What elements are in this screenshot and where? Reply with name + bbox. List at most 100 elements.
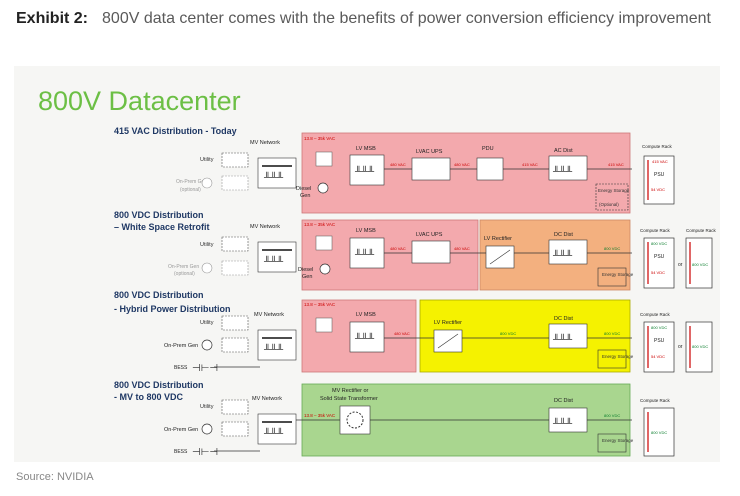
row1-onprem-gen-icon	[201, 177, 213, 189]
row3-800vdc-b: 800 VDC	[604, 331, 620, 336]
row1-480vac-a: 480 VAC	[390, 162, 406, 167]
row3-title-a: 800 VDC Distribution	[114, 290, 204, 300]
row1-utility-box	[221, 152, 249, 168]
row3-compute-rack-label: Compute Rack	[640, 312, 671, 317]
row2-compute-rack2-label: Compute Rack	[686, 228, 717, 233]
row1-diesel-gen-icon	[317, 182, 329, 194]
row2-800vdc: 800 VDC	[604, 246, 620, 251]
row3-energy-storage: Energy Storage	[602, 354, 634, 359]
row4-utility-box	[221, 399, 249, 415]
svg-text:╨╨╨: ╨╨╨	[552, 249, 573, 260]
row1-transformer	[315, 151, 333, 167]
row1-rack-415vac: 415 VAC	[652, 159, 668, 164]
svg-text:╨╨╨: ╨╨╨	[552, 165, 573, 176]
row1-415vac: 415 VAC	[522, 162, 538, 167]
row4-rack-800vdc: 800 VDC	[651, 430, 667, 435]
row2-mv-volt: 13.8 – 35k VAC	[304, 222, 336, 227]
row1-diesel-label: Diesel	[296, 186, 311, 192]
row2-dc-dist-label: DC Dist	[554, 232, 573, 238]
row4-energy-storage: Energy Storage	[602, 438, 634, 443]
row4-mv-rect-label-b: Solid State Transformer	[320, 396, 378, 402]
row3-onprem-label: On-Prem Gen	[164, 343, 198, 349]
row2-onprem-label: On-Prem Gen	[168, 264, 199, 270]
power-distribution-diagram: 800V Datacenter 415 VAC Distribution - T…	[38, 86, 717, 458]
row1-mv-network-label: MV Network	[250, 140, 280, 146]
row1-pdu-label: PDU	[482, 146, 494, 152]
row1-415vac-b: 415 VAC	[608, 162, 624, 167]
row1-lv-msb-label: LV MSB	[356, 146, 376, 152]
row4-sst-box	[339, 405, 371, 435]
row-mv-to-800vdc: 800 VDC Distribution - MV to 800 VDC Uti…	[114, 380, 675, 458]
row3-rack2-800vdc: 800 VDC	[692, 344, 708, 349]
row4-onprem-label: On-Prem Gen	[164, 427, 198, 433]
row2-energy-storage: Energy Storage	[602, 272, 634, 277]
row4-title-b: - MV to 800 VDC	[114, 392, 184, 402]
svg-text:╨╨╨: ╨╨╨	[552, 333, 573, 344]
row3-lv-msb-label: LV MSB	[356, 312, 376, 318]
row2-mv-switchgear	[257, 241, 297, 273]
row-800vdc-retrofit: 800 VDC Distribution – White Space Retro…	[114, 210, 717, 291]
row2-lvac-ups-box	[411, 240, 451, 264]
row2-title-b: – White Space Retrofit	[114, 222, 210, 232]
row1-lv-msb-box	[349, 154, 385, 186]
row4-energy-storage-box	[597, 433, 627, 453]
svg-text:╨╨╨: ╨╨╨	[354, 248, 375, 259]
row3-or: or	[678, 344, 683, 350]
row1-onprem-label: On-Prem Gen	[176, 179, 207, 185]
row4-compute-rack-label: Compute Rack	[640, 398, 671, 403]
row4-mv-network-label: MV Network	[252, 396, 282, 402]
row4-compute-rack	[643, 407, 675, 457]
row1-optional-label: (optional)	[180, 187, 201, 193]
row4-mv-volt: 13.8 – 35k VAC	[304, 413, 336, 418]
row2-utility-box	[221, 236, 249, 252]
exhibit-label: Exhibit 2:	[16, 10, 89, 27]
row2-gen-label: Gen	[302, 274, 312, 280]
exhibit-heading: Exhibit 2: 800V data center comes with th…	[16, 6, 728, 31]
row2-onprem-gen-icon	[201, 262, 213, 274]
svg-text:╨╨╨: ╨╨╨	[263, 171, 284, 182]
row1-compute-rack	[643, 155, 675, 205]
row2-lv-rectifier-label: LV Rectifier	[484, 236, 512, 242]
row2-54vdc: 54 VDC	[651, 270, 665, 275]
row2-transformer	[315, 235, 333, 251]
row3-54vdc: 54 VDC	[651, 354, 665, 359]
row3-energy-storage-box	[597, 349, 627, 369]
row4-dc-dist-label: DC Dist	[554, 398, 573, 404]
row2-energy-storage-box	[597, 267, 627, 287]
row-415vac-today: 415 VAC Distribution - Today Utility On-…	[114, 126, 675, 214]
row1-title: 415 VAC Distribution - Today	[114, 126, 237, 136]
row3-onprem-box	[221, 337, 249, 353]
row2-compute-rack	[643, 237, 675, 289]
row2-dc-dist-box	[548, 239, 588, 265]
row1-480vac-b: 480 VAC	[454, 162, 470, 167]
row2-rack-800vdc: 800 VDC	[651, 241, 667, 246]
row3-utility-label: Utility	[200, 320, 214, 326]
diagram-figure: 800V Datacenter 415 VAC Distribution - T…	[14, 66, 720, 462]
row1-mv-switchgear	[257, 157, 297, 189]
row3-onprem-gen-icon	[201, 339, 213, 351]
row2-480vac-a: 480 VAC	[390, 246, 406, 251]
row2-psu-label: PSU	[654, 254, 665, 260]
row2-title-a: 800 VDC Distribution	[114, 210, 204, 220]
exhibit-title-text: 800V data center comes with the benefits…	[102, 10, 711, 27]
row2-lv-msb-box	[349, 237, 385, 269]
row2-rack2-800vdc: 800 VDC	[692, 262, 708, 267]
row1-onprem-box	[221, 175, 249, 191]
row1-pdu-box	[476, 157, 504, 181]
row3-dc-dist-label: DC Dist	[554, 316, 573, 322]
row4-onprem-box	[221, 421, 249, 437]
svg-text:╨╨╨: ╨╨╨	[552, 417, 573, 428]
row3-utility-box	[221, 315, 249, 331]
row2-lvac-ups-label: LVAC UPS	[416, 232, 443, 238]
svg-text:╨╨╨: ╨╨╨	[263, 343, 284, 354]
svg-text:╨╨╨: ╨╨╨	[354, 165, 375, 176]
row2-optional-label: (optional)	[174, 271, 195, 277]
row4-utility-label: Utility	[200, 404, 214, 410]
row2-diesel-gen-icon	[319, 263, 331, 275]
row3-lv-msb-box	[349, 321, 385, 353]
row1-ac-dist-box	[548, 155, 588, 181]
row1-mv-volt: 13.8 – 35k VAC	[304, 136, 336, 141]
row4-mv-switchgear	[257, 413, 297, 445]
row1-utility-label: Utility	[200, 157, 214, 163]
row1-energy-storage: Energy Storage	[598, 188, 630, 193]
